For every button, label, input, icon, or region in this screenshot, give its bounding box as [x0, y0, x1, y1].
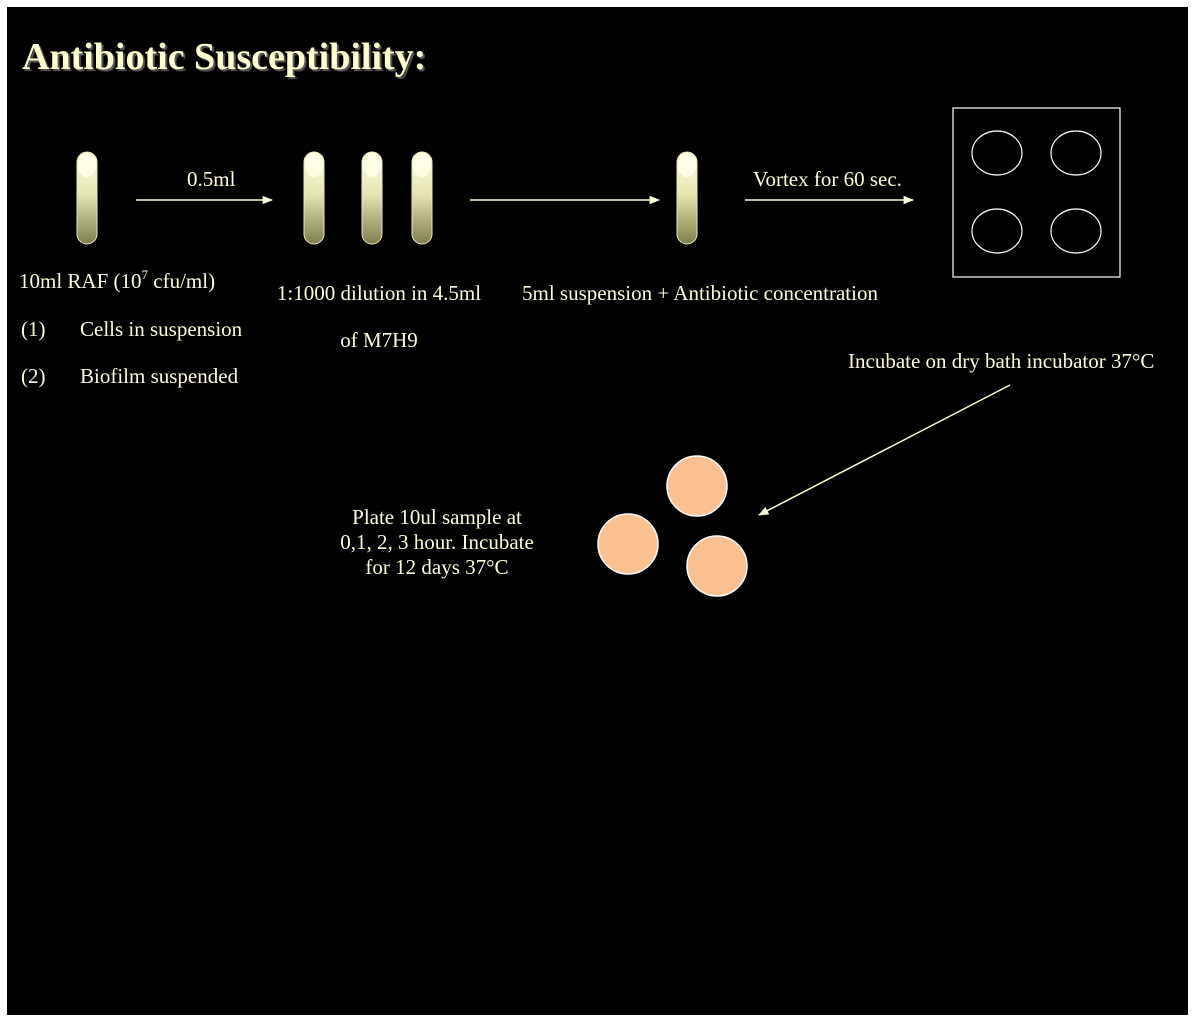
option-text: Biofilm suspended — [80, 364, 239, 388]
slide: Antibiotic Susceptibility: 0.5ml 10ml RA… — [7, 7, 1188, 1015]
dilution-tube-icon — [361, 151, 383, 245]
stock-label-prefix: 10ml RAF (10 — [19, 269, 142, 293]
plate-note-line: Plate 10ul sample at — [352, 505, 522, 529]
agar-plate-icon — [666, 455, 728, 517]
option-text: Cells in suspension — [80, 317, 243, 341]
option-number: (1) — [21, 317, 46, 341]
agar-plate-icon — [597, 513, 659, 575]
stock-label: 10ml RAF (107 cfu/ml) — [19, 267, 216, 294]
page-title: Antibiotic Susceptibility: — [22, 36, 427, 78]
transfer-volume-label: 0.5ml — [187, 167, 236, 191]
agar-plates-icon — [597, 455, 748, 597]
stock-tube-icon — [76, 151, 98, 245]
vortex-label: Vortex for 60 sec. — [753, 167, 902, 191]
option-number: (2) — [21, 364, 46, 388]
well-plate-icon — [952, 107, 1121, 278]
plate-note: Plate 10ul sample at 0,1, 2, 3 hour. Inc… — [317, 505, 557, 580]
incubate-arrow — [758, 384, 1011, 516]
diagram-canvas — [76, 107, 1121, 597]
dilution-label: 1:1000 dilution in 4.5ml — [276, 281, 482, 305]
suspension-label: 5ml suspension + Antibiotic concentratio… — [522, 281, 878, 305]
dilution-tube-icon — [303, 151, 325, 245]
plate-note-line: 0,1, 2, 3 hour. Incubate — [340, 530, 534, 554]
dilution-label-line2: of M7H9 — [340, 328, 418, 352]
plate-note-line: for 12 days 37°C — [365, 555, 509, 579]
well-icon — [971, 208, 1023, 254]
well-icon — [1050, 208, 1102, 254]
suspension-tube-icon — [676, 151, 698, 245]
incubate-label: Incubate on dry bath incubator 37°C — [848, 349, 1155, 373]
stock-label-exponent: 7 — [141, 267, 149, 282]
well-icon — [1050, 130, 1102, 176]
stock-label-suffix: cfu/ml) — [148, 269, 216, 293]
agar-plate-icon — [686, 535, 748, 597]
dilution-tube-icon — [411, 151, 433, 245]
well-icon — [971, 130, 1023, 176]
